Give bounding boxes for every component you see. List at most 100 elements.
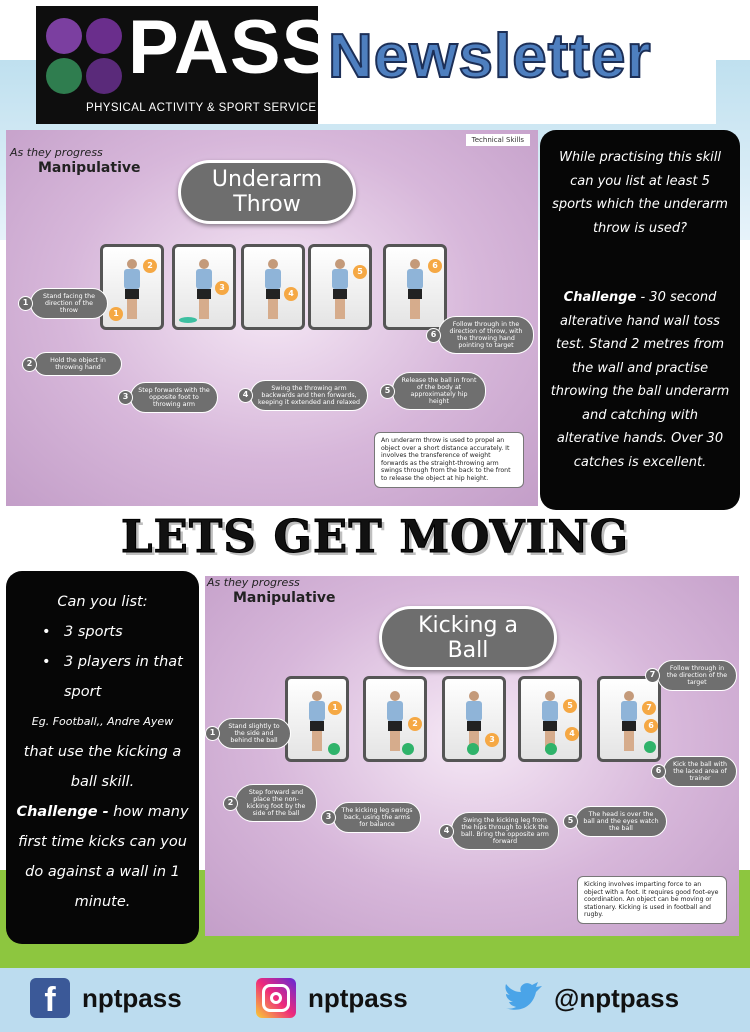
step-number: 3	[321, 810, 336, 825]
kick-list: 3 sports 3 players in that sport	[12, 617, 193, 707]
title-line-2: Throw	[233, 192, 301, 217]
child-figure	[194, 259, 214, 321]
step-number: 5	[380, 383, 395, 399]
challenge-label: Challenge -	[16, 804, 109, 820]
challenge-text: how many first time kicks can you do aga…	[18, 804, 189, 910]
logo-subtitle: PHYSICAL ACTIVITY & SPORT SERVICE	[86, 102, 317, 114]
step-text: Swing the kicking leg from the hips thro…	[451, 812, 559, 850]
twitter-link[interactable]: @nptpass	[502, 978, 679, 1018]
child-figure	[464, 691, 484, 753]
kick-step-3: 3 The kicking leg swings back, using the…	[321, 802, 421, 833]
child-figure	[263, 259, 283, 321]
instagram-link[interactable]: nptpass	[256, 978, 408, 1018]
photo-frame: 7 6	[597, 676, 661, 762]
instagram-icon	[256, 978, 296, 1018]
child-figure	[540, 691, 560, 753]
progress-label: As they progress	[10, 146, 103, 159]
kick-list-item: 3 players in that sport	[12, 647, 193, 707]
challenge-text: - 30 second alterative hand wall toss te…	[550, 290, 730, 470]
ball	[545, 743, 557, 755]
category-label: Manipulative	[38, 160, 141, 176]
skill-description: An underarm throw is used to propel an o…	[374, 432, 524, 488]
underarm-throw-panel: As they progress Manipulative Technical …	[6, 130, 538, 506]
technical-skills-label: Technical Skills	[465, 134, 530, 146]
child-figure	[307, 691, 327, 753]
step-text: Stand slightly to the side and behind th…	[217, 718, 291, 749]
kick-example: Eg. Football,, Andre Ayew	[31, 715, 174, 728]
throw-step-4: 4 Swing the throwing arm backwards and t…	[238, 380, 368, 411]
frame-number: 3	[215, 281, 229, 295]
frame-number: 5	[563, 699, 577, 713]
frame-number: 1	[328, 701, 342, 715]
footer-background	[0, 968, 750, 1032]
kick-skill-line: that use the kicking a ball skill.	[23, 744, 182, 790]
pass-logo: PASS PHYSICAL ACTIVITY & SPORT SERVICE	[36, 6, 332, 124]
step-number: 7	[645, 668, 660, 683]
title-line-1: Kicking a	[418, 613, 518, 638]
photo-frame: 2 1	[100, 244, 164, 330]
skill-description: Kicking involves imparting force to an o…	[577, 876, 727, 924]
ball	[328, 743, 340, 755]
title-line-1: Underarm	[211, 167, 323, 192]
kick-step-1: 1 Stand slightly to the side and behind …	[205, 718, 291, 749]
photo-frame: 1	[285, 676, 349, 762]
frame-number: 3	[485, 733, 499, 747]
step-text: Hold the object in throwing hand	[34, 352, 122, 376]
ball	[644, 741, 656, 753]
kick-step-2: 2 Step forward and place the non-kicking…	[223, 784, 317, 822]
photo-frame: 4	[241, 244, 305, 330]
step-number: 1	[205, 726, 220, 741]
kick-list-item: 3 sports	[12, 617, 193, 647]
category-label: Manipulative	[233, 590, 336, 606]
title-line-2: Ball	[447, 638, 489, 663]
logo-text: PASS	[128, 5, 334, 90]
olympic-rings-icon	[44, 16, 128, 96]
step-text: Step forwards with the opposite foot to …	[130, 382, 218, 413]
kick-step-5: 5 The head is over the ball and the eyes…	[563, 806, 667, 837]
child-figure	[385, 691, 405, 753]
throw-question: While practising this skill can you list…	[552, 150, 728, 236]
photo-frame: 5	[308, 244, 372, 330]
facebook-handle: nptpass	[82, 982, 182, 1013]
child-figure	[330, 259, 350, 321]
throw-step-6: 6 Follow through in the direction of thr…	[426, 316, 534, 354]
step-number: 2	[223, 795, 238, 811]
step-text: Step forward and place the non-kicking f…	[235, 784, 317, 822]
step-number: 6	[426, 327, 441, 343]
kicking-ball-panel: As they progress Manipulative Kicking a …	[205, 576, 739, 936]
throw-step-1: 1 Stand facing the direction of the thro…	[18, 288, 108, 319]
facebook-link[interactable]: f nptpass	[30, 978, 182, 1019]
throw-challenge-box: While practising this skill can you list…	[540, 130, 740, 510]
step-text: Stand facing the direction of the throw	[30, 288, 108, 319]
instagram-handle: nptpass	[308, 982, 408, 1013]
photo-frame: 6	[383, 244, 447, 330]
photo-frame: 2	[363, 676, 427, 762]
ball	[402, 743, 414, 755]
photo-frame: 3	[442, 676, 506, 762]
frame-number: 2	[143, 259, 157, 273]
throw-step-3: 3 Step forwards with the opposite foot t…	[118, 382, 218, 413]
newsletter-title: Newsletter	[327, 22, 652, 91]
step-number: 5	[563, 814, 578, 829]
step-text: Follow through in the direction of the t…	[657, 660, 737, 691]
skill-title: Underarm Throw	[178, 160, 356, 224]
throw-step-2: 2 Hold the object in throwing hand	[22, 352, 122, 376]
skill-title: Kicking a Ball	[379, 606, 557, 670]
twitter-icon	[502, 978, 542, 1018]
child-figure	[405, 259, 425, 321]
kick-step-6: 6 Kick the ball with the laced area of t…	[651, 756, 737, 787]
step-number: 2	[22, 356, 37, 372]
step-text: Kick the ball with the laced area of tra…	[663, 756, 737, 787]
kick-intro: Can you list:	[57, 594, 148, 610]
frame-number: 6	[644, 719, 658, 733]
step-number: 3	[118, 390, 133, 405]
step-number: 4	[238, 388, 253, 403]
lets-get-moving-banner: LETS GET MOVING	[120, 510, 630, 564]
throw-step-5: 5 Release the ball in front of the body …	[380, 372, 486, 410]
kick-challenge-box: Can you list: 3 sports 3 players in that…	[6, 571, 199, 944]
kick-step-4: 4 Swing the kicking leg from the hips th…	[439, 812, 559, 850]
step-text: Follow through in the direction of throw…	[438, 316, 534, 354]
photo-frame: 5 4	[518, 676, 582, 762]
facebook-icon: f	[30, 978, 70, 1019]
floor-spot	[179, 317, 197, 323]
